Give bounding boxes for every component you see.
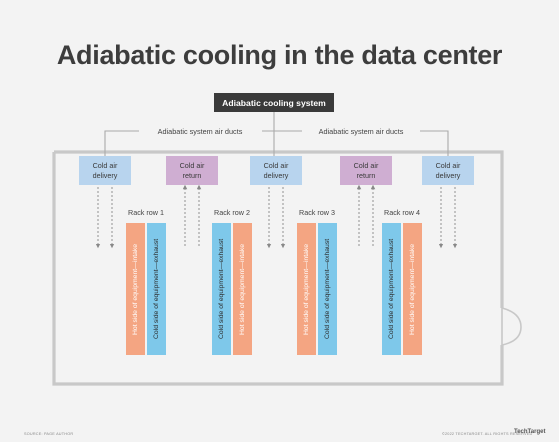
unit-label-line2: return (183, 171, 202, 180)
rack-4-cold-side: Cold side of equipment—exhaust (382, 223, 401, 355)
duct-label-left: Adiabatic system air ducts (158, 127, 243, 136)
rack-1-hot-side: Hot side of equipment—intake (126, 223, 145, 355)
rack-row-label-2: Rack row 2 (214, 208, 250, 217)
rack-2-cold-side: Cold side of equipment—exhaust (212, 223, 231, 355)
rack-4-hot-side: Hot side of equipment—intake (403, 223, 422, 355)
airflow-arrows (95, 184, 458, 249)
rack-2-hot-side: Hot side of equipment—intake (233, 223, 252, 355)
unit-label-line1: Cold air (180, 161, 205, 170)
rack-1-cold-side: Cold side of equipment—exhaust (147, 223, 166, 355)
room-door (501, 307, 522, 346)
rack-row-label-1: Rack row 1 (128, 208, 164, 217)
unit-label-line2: return (357, 171, 376, 180)
unit-label-line1: Cold air (264, 161, 289, 170)
unit-label-line1: Cold air (354, 161, 379, 170)
rack-row-label-4: Rack row 4 (384, 208, 420, 217)
unit-label-line2: delivery (436, 171, 461, 180)
unit-label-line2: delivery (93, 171, 118, 180)
system-box (214, 93, 334, 112)
rack-3-hot-side: Hot side of equipment—intake (297, 223, 316, 355)
unit-label-line1: Cold air (93, 161, 118, 170)
rack-3-cold-side: Cold side of equipment—exhaust (318, 223, 337, 355)
room-walls (52, 150, 504, 386)
diagram-title: Adiabatic cooling in the data center (56, 40, 503, 70)
techtarget-logo: TechTarget (514, 429, 546, 435)
copyright: ©2022 TECHTARGET. ALL RIGHTS RESERVED (442, 432, 533, 436)
air-ducts (104, 112, 449, 157)
system-label: Adiabatic cooling system (222, 98, 326, 108)
rack-row-label-3: Rack row 3 (299, 208, 335, 217)
unit-label-line2: delivery (264, 171, 289, 180)
duct-label-right: Adiabatic system air ducts (319, 127, 404, 136)
unit-label-line1: Cold air (436, 161, 461, 170)
source-credit: SOURCE: PAGE AUTHOR (24, 432, 74, 436)
